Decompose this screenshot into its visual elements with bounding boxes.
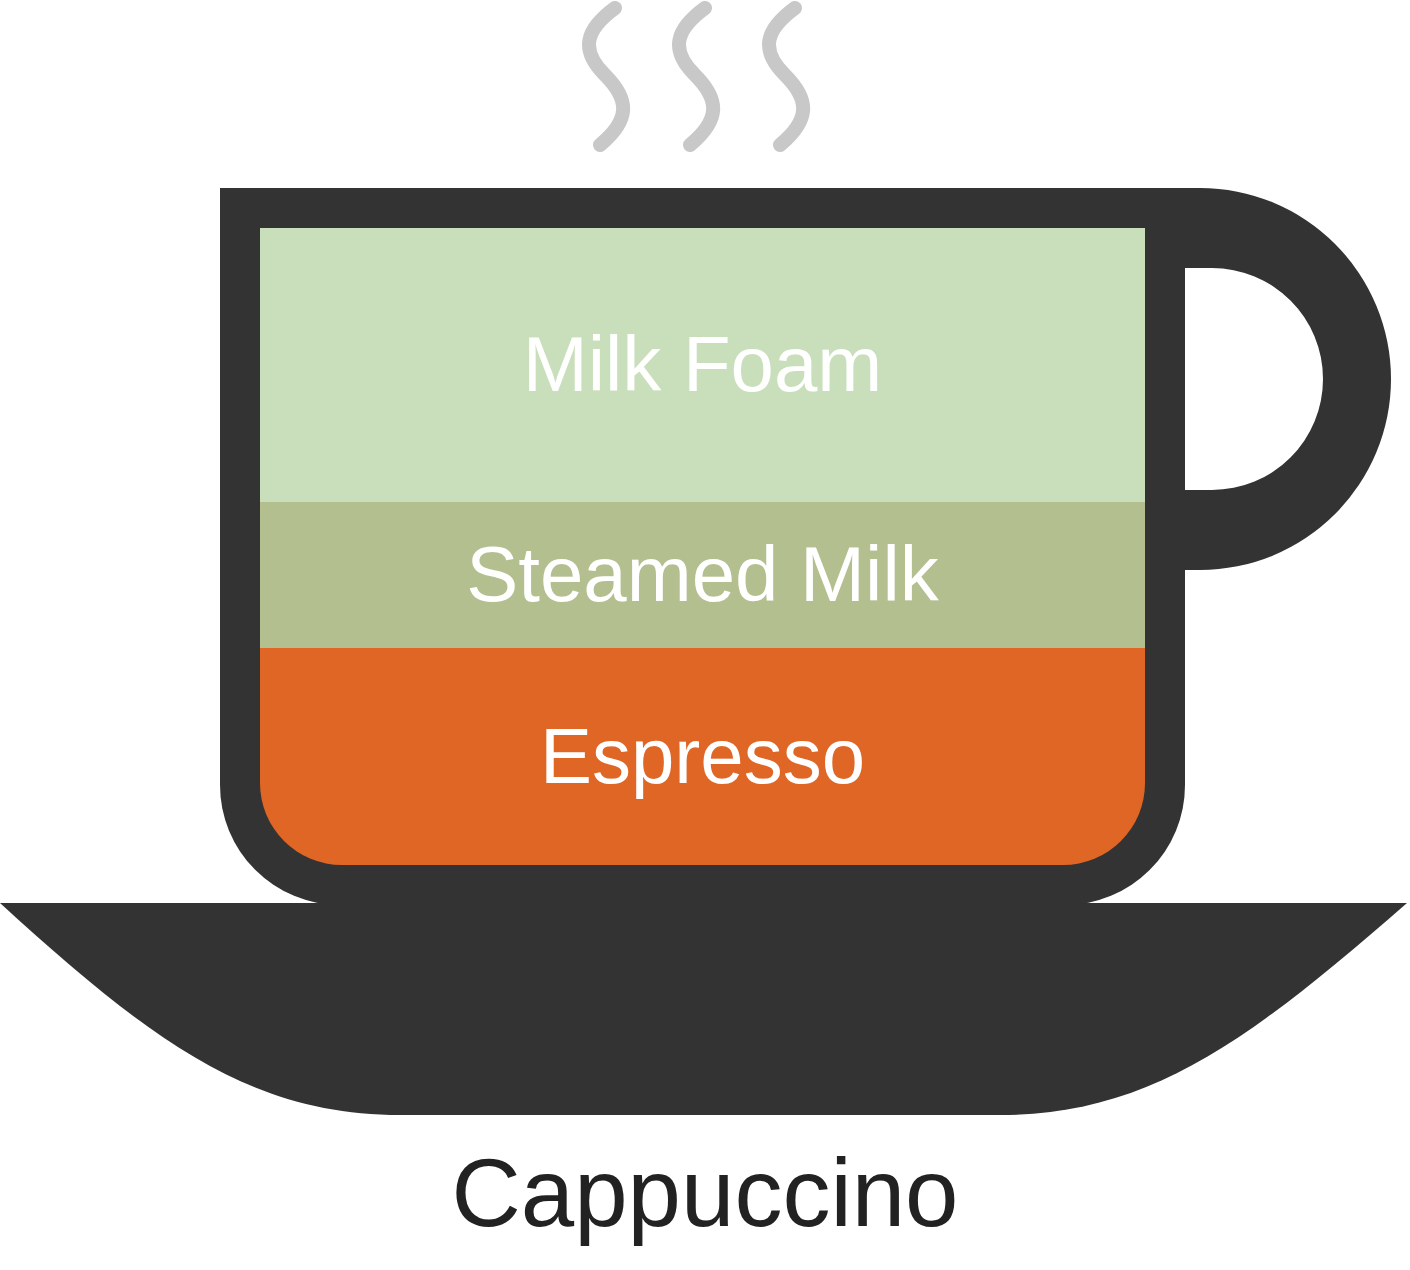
band-label: Espresso — [540, 714, 865, 800]
caption: Cappuccino — [0, 1140, 1410, 1246]
steam — [589, 8, 803, 145]
steam-line — [769, 8, 803, 145]
espresso-band: Espresso — [260, 648, 1145, 865]
cup-handle — [1160, 188, 1391, 570]
steamed-milk-band: Steamed Milk — [260, 502, 1145, 648]
milk-foam-band: Milk Foam — [260, 228, 1145, 502]
saucer — [0, 903, 1407, 1115]
band-label: Milk Foam — [523, 322, 883, 408]
steam-line — [589, 8, 623, 145]
cup-body — [220, 188, 1185, 905]
steam-line — [679, 8, 713, 145]
band-label: Steamed Milk — [466, 532, 939, 618]
